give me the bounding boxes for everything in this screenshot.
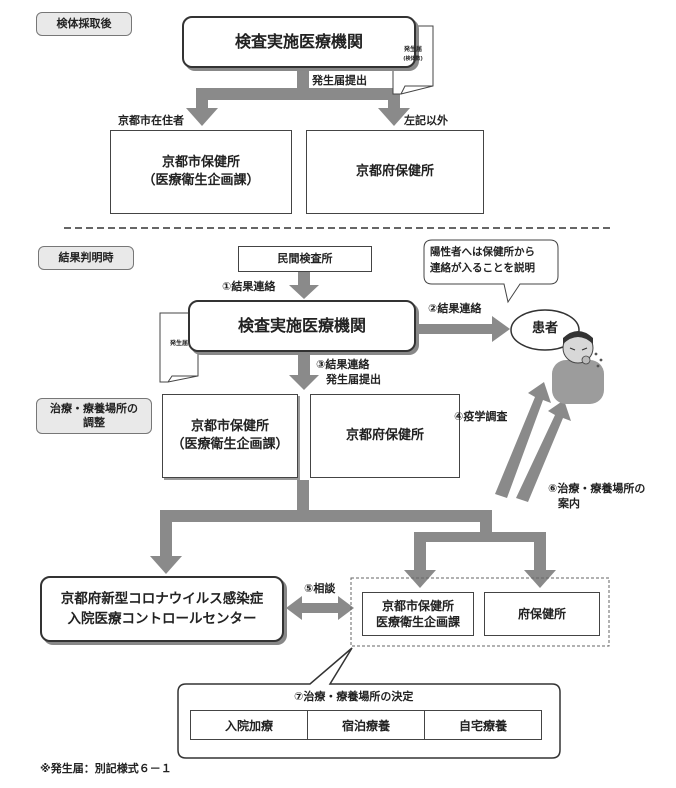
sub-pref-health-center: 府保健所 bbox=[484, 592, 600, 636]
control-center-line1: 京都府新型コロナウイルス感染症 bbox=[60, 590, 264, 607]
consult-arrow-body bbox=[300, 603, 340, 613]
option-home: 自宅療養 bbox=[424, 710, 542, 740]
private-lab-box: 民間検査所 bbox=[238, 246, 372, 272]
testing-institution-top: 検査実施医療機関 bbox=[182, 16, 416, 68]
left-down-leg bbox=[160, 510, 172, 556]
sub-right-leg bbox=[534, 532, 546, 572]
step6-label: ⑥治療・療養場所の bbox=[548, 482, 646, 495]
footnote: ※発生届：別記様式６－１ bbox=[40, 762, 172, 775]
control-center-line2: 入院医療コントロールセンター bbox=[67, 611, 257, 627]
testing-institution-bottom: 検査実施医療機関 bbox=[188, 300, 416, 352]
option-lodging: 宿泊療養 bbox=[307, 710, 425, 740]
sub-right-arrowhead bbox=[524, 570, 556, 588]
kyoto-city-health-center-name: 京都市保健所 bbox=[161, 154, 240, 170]
top-split-bar bbox=[196, 88, 400, 100]
to-offices-arrowhead bbox=[289, 375, 319, 390]
lab-down-stem bbox=[298, 272, 310, 286]
callout-bubble bbox=[423, 239, 559, 304]
sub-split-bar bbox=[414, 532, 546, 542]
step1-label: ①結果連絡 bbox=[222, 280, 276, 293]
sub-left-leg bbox=[414, 532, 426, 572]
top-left-arrowhead bbox=[186, 108, 218, 126]
coughing-person-icon bbox=[552, 331, 604, 404]
coordination-line2: 調整 bbox=[83, 416, 105, 429]
step2-label: ②結果連絡 bbox=[428, 302, 482, 315]
hospitalization-control-center: 京都府新型コロナウイルス感染症 入院医療コントロールセンター bbox=[40, 576, 284, 642]
kyoto-city-health-center-dept-2: （医療衛生企画課） bbox=[171, 437, 289, 452]
step3-sublabel: 発生届提出 bbox=[326, 373, 381, 386]
offices-down-stem bbox=[297, 480, 309, 514]
coordination-label: 治療・療養場所の 調整 bbox=[36, 398, 152, 434]
callout-line1: 陽性者へは保健所から bbox=[430, 246, 535, 258]
sub-offices-group bbox=[350, 577, 610, 647]
sub-kyoto-city-name: 京都市保健所 bbox=[381, 598, 454, 613]
patient-ellipse bbox=[510, 309, 580, 351]
kyoto-city-health-center-bottom: 京都市保健所 （医療衛生企画課） bbox=[162, 394, 298, 478]
kyoto-pref-health-center-bottom: 京都府保健所 bbox=[310, 394, 460, 478]
phase-label-sample: 検体採取後 bbox=[36, 12, 132, 36]
step7-label: ⑦治療・療養場所の決定 bbox=[294, 690, 414, 703]
step4-label: ④疫学調査 bbox=[454, 410, 508, 423]
document-fold-2 bbox=[167, 375, 198, 383]
callout-line2: 連絡が入ることを説明 bbox=[430, 262, 535, 274]
step6-sublabel: 案内 bbox=[558, 497, 580, 510]
document-fold bbox=[400, 85, 433, 95]
patient-label: 患者 bbox=[531, 321, 558, 336]
submit-report-label: 発生届提出 bbox=[312, 74, 367, 87]
step5-label: ⑤相談 bbox=[304, 582, 336, 595]
to-patient-stem bbox=[416, 324, 494, 334]
to-patient-arrowhead bbox=[492, 316, 510, 342]
kyoto-city-health-center-dept: （医療衛生企画課） bbox=[142, 173, 260, 188]
document-title: 発生届 bbox=[403, 46, 422, 53]
coordination-line1: 治療・療養場所の bbox=[50, 402, 138, 416]
consult-arrowhead-left bbox=[286, 596, 302, 620]
top-left-leg bbox=[196, 88, 208, 108]
kyoto-city-health-center-top: 京都市保健所 （医療衛生企画課） bbox=[110, 130, 292, 214]
phase-label-result: 結果判明時 bbox=[38, 246, 134, 270]
option-hospitalization: 入院加療 bbox=[190, 710, 308, 740]
sub-left-arrowhead bbox=[404, 570, 436, 588]
survey-arrow bbox=[495, 382, 551, 498]
to-offices-stem bbox=[298, 354, 310, 376]
main-split-bar bbox=[160, 510, 492, 522]
document-subtitle: (検体数) bbox=[403, 56, 423, 62]
sub-kyoto-city-dept: 医療衛生企画課 bbox=[375, 615, 460, 629]
lab-down-arrowhead bbox=[289, 285, 319, 299]
document-title-2: 発生届 bbox=[169, 340, 188, 347]
step3-label: ③結果連絡 bbox=[316, 358, 370, 371]
consult-arrowhead-right bbox=[338, 596, 354, 620]
branch-kyoto-city-label: 京都市在住者 bbox=[118, 114, 184, 127]
kyoto-city-health-center-name-2: 京都市保健所 bbox=[190, 418, 269, 434]
left-down-arrowhead bbox=[150, 556, 182, 574]
sub-kyoto-city-health-center: 京都市保健所 医療衛生企画課 bbox=[362, 592, 474, 636]
kyoto-pref-health-center-top: 京都府保健所 bbox=[306, 130, 484, 214]
branch-other-label: 左記以外 bbox=[404, 114, 448, 127]
top-right-arrowhead bbox=[378, 108, 410, 126]
guidance-arrow bbox=[516, 400, 571, 502]
